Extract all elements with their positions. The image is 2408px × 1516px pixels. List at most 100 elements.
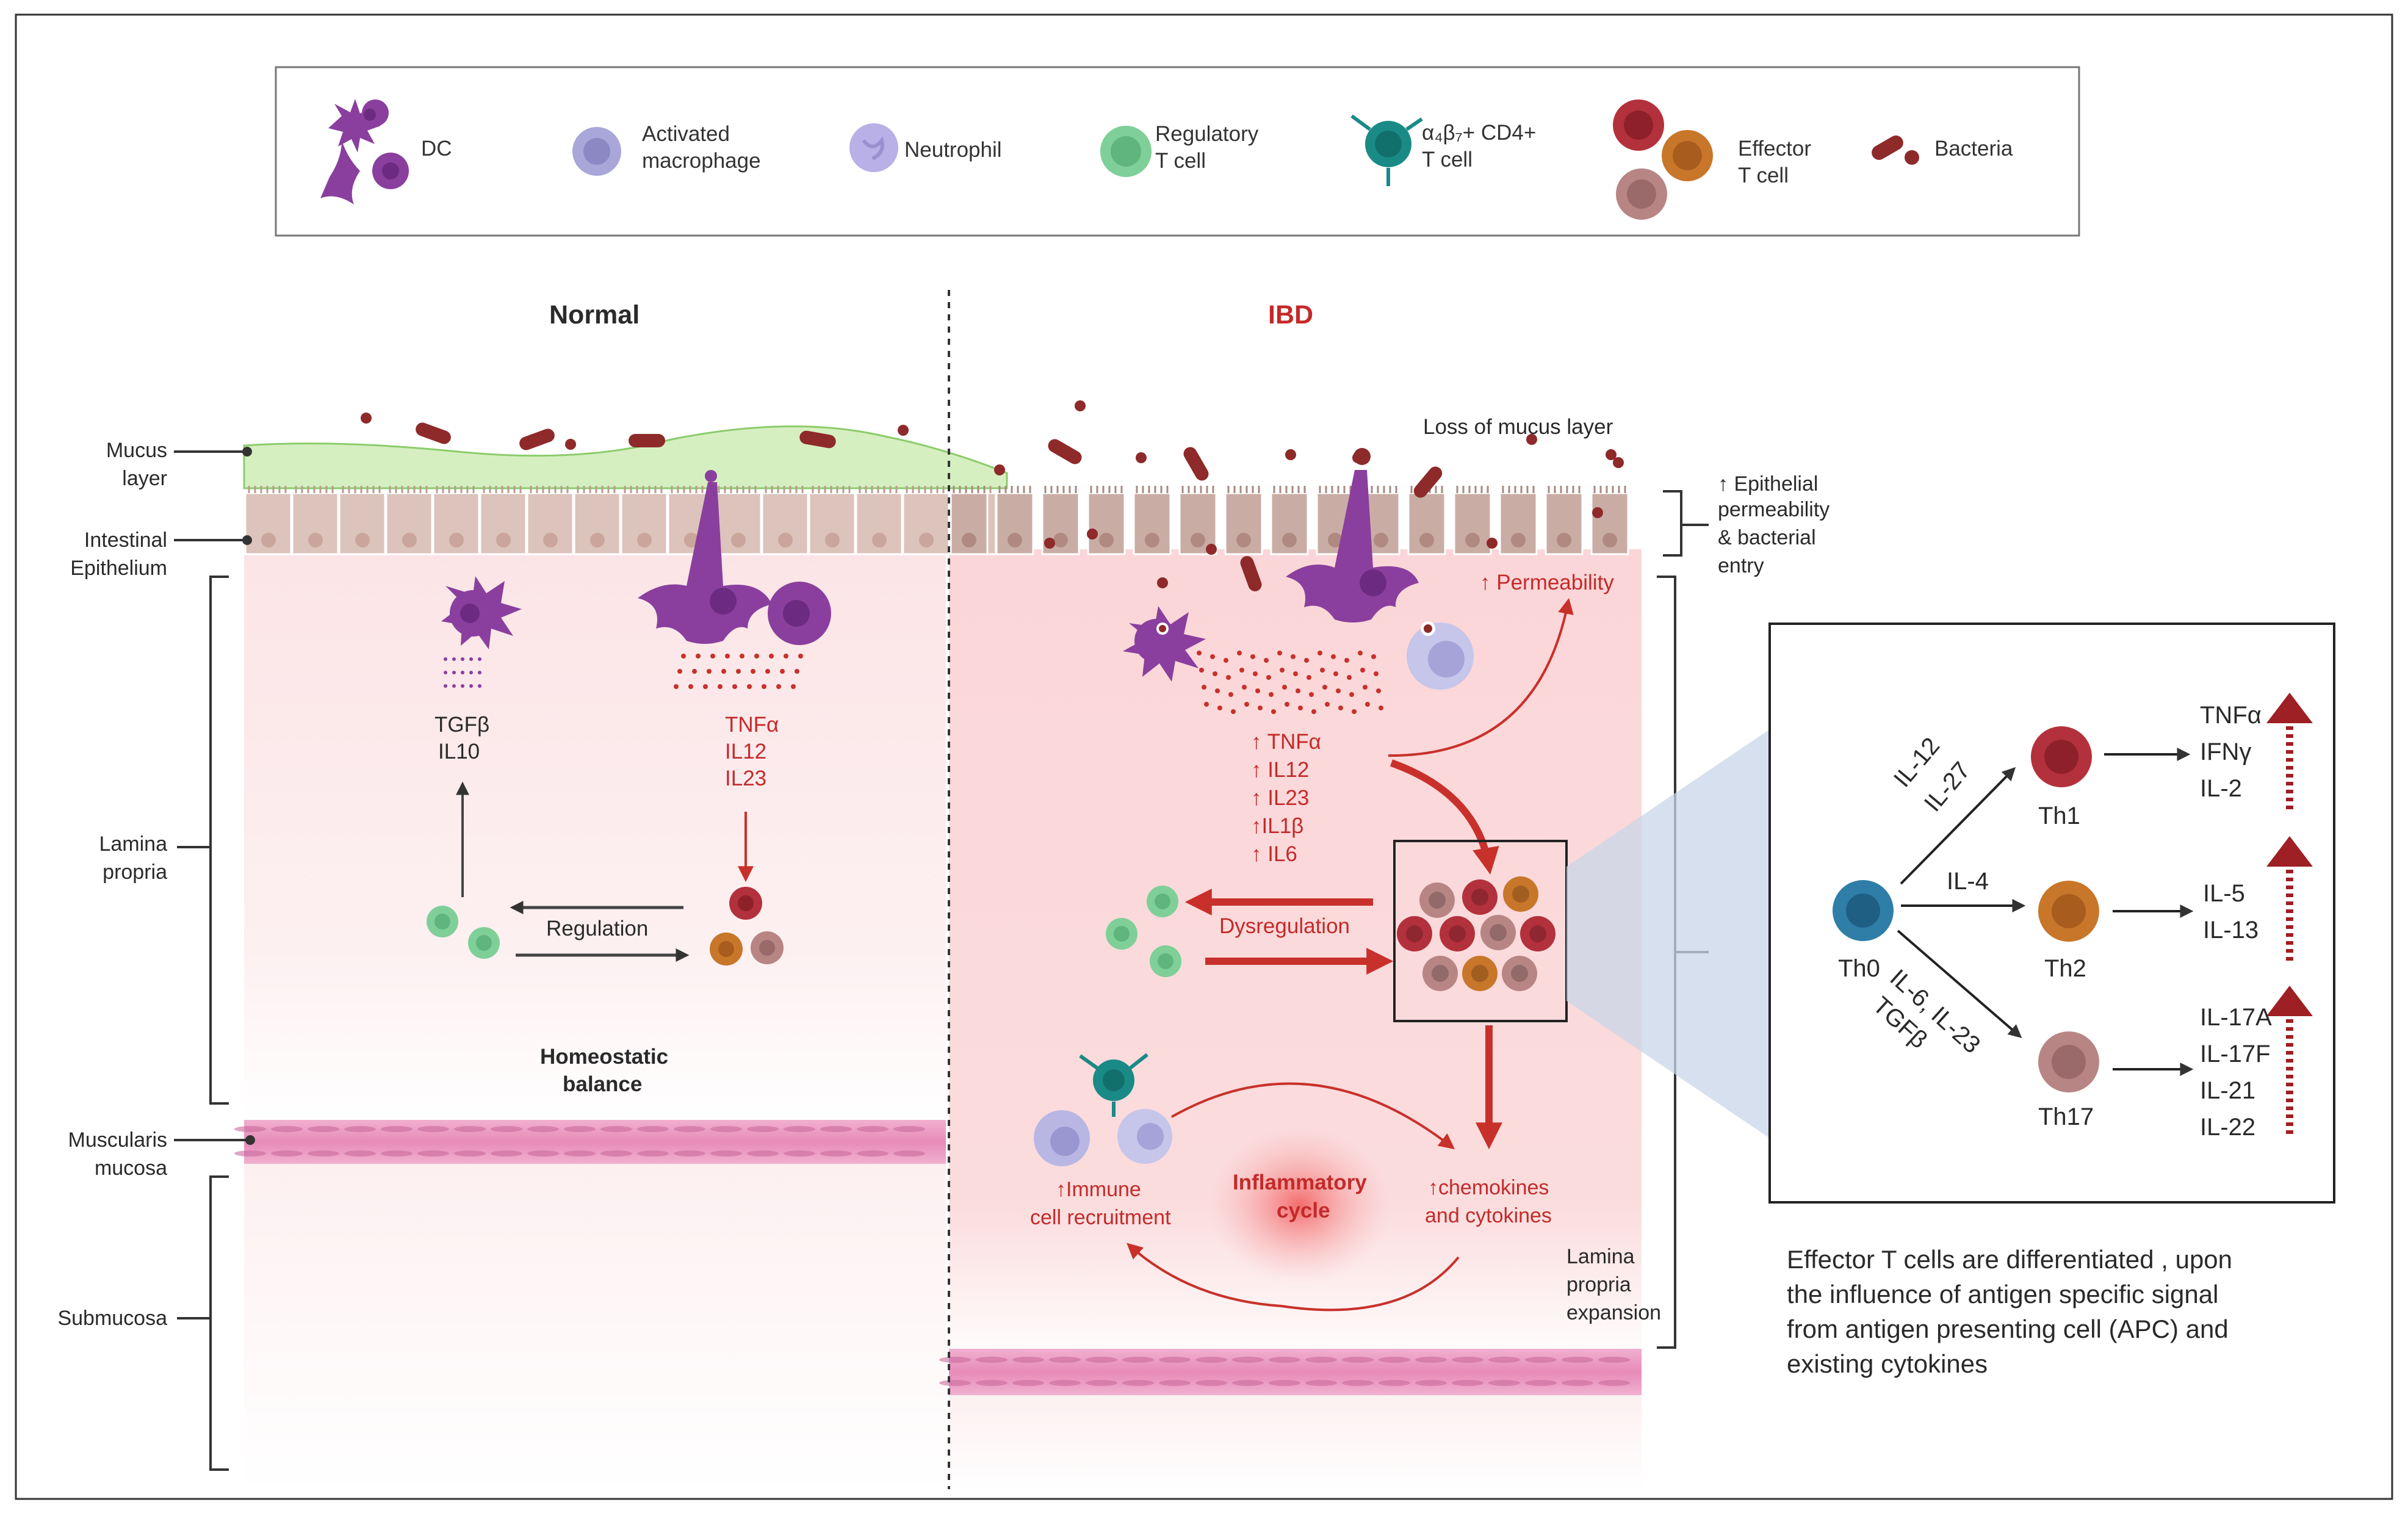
cell-nucleus [1053,533,1068,547]
cell-nucleus [1145,533,1159,547]
outer-frame [15,13,2393,1500]
ibd-treg-cells [1106,886,1181,977]
effector-nucleus [1429,892,1446,909]
muscle-fiber [527,1126,559,1132]
dysregulation-label: Dysregulation [1219,914,1350,938]
cytokine-dot [1371,654,1376,659]
muscle-fiber [893,1126,925,1132]
muscle-fiber [1159,1357,1191,1363]
cell-nucleus [919,533,934,547]
cytokine-dot [452,684,456,688]
cell-nucleus [962,533,976,547]
muscle-fiber [939,1380,971,1386]
muscle-fiber [820,1150,852,1157]
lamina-expansion-2: propria [1566,1273,1631,1296]
legend-bacteria-icon [1872,135,1919,165]
cytokine-dot [452,657,456,661]
cell-nucleus [1374,533,1388,547]
effector-cell [1422,956,1458,991]
cell-nucleus [731,533,746,547]
cytokine-dot [452,671,456,674]
bacterium-coccus [1087,529,1098,540]
cytokine-dot [1360,668,1365,673]
cytokine-dot [1228,692,1233,697]
effector-cell [1462,879,1498,915]
th0-cell [1833,880,1894,941]
muscle-fiber [747,1150,779,1157]
permeability-label: ↑ Permeability [1480,571,1614,594]
bacterium-rod [799,430,836,449]
legend-dc-icon [320,99,409,204]
cytokine-dot [1202,685,1206,690]
muscle-fiber [1452,1380,1483,1386]
bacterium-coccus [1606,449,1617,460]
cytokine-dot [688,684,693,689]
ibd-dc-center [1286,448,1419,623]
lamina-expansion-3: expansion [1566,1301,1662,1324]
normal-lamina-bg [244,543,946,1123]
ibd-tnfa-label: ↑ TNFα [1251,730,1321,754]
cytokine-dot [1311,709,1316,714]
cytokine-dot [1280,668,1285,673]
normal-tnfa-label: TNFα [725,713,779,737]
th2-label: Th2 [2044,955,2086,982]
muscle-fiber [1049,1357,1081,1363]
cytokine-dot [444,657,447,661]
th17-label: Th17 [2038,1103,2094,1130]
muscle-fiber [976,1357,1008,1363]
legend-treg-label-1: Regulatory [1155,122,1259,146]
lamina-label-2: propria [103,861,167,884]
cytokine-dot [780,669,785,674]
cycle-arrow-top [1171,1082,1455,1150]
muscle-fiber [308,1126,339,1132]
cytokine-dot [721,669,726,674]
muscle-fiber [939,1357,971,1363]
cytokine-dot [1365,702,1370,707]
bacterium-coccus [1044,538,1055,549]
bacterium-rod [629,434,665,447]
bacterium-coccus [1206,544,1217,555]
th2-out-il5: IL-5 [2203,880,2245,907]
muscle-fiber [1525,1357,1557,1363]
legend-macrophage-label-1: Activated [642,122,730,146]
bacterium-coccus [565,439,576,450]
normal-dc-left [441,576,522,649]
cytokine-dot [725,654,730,659]
effector-nucleus [1511,965,1528,982]
normal-il23-label: IL23 [725,767,767,790]
muscle-fibers [234,1126,1630,1386]
th17-out-il17f: IL-17F [2200,1041,2271,1067]
legend-cd4-label-2: T cell [1422,148,1473,171]
cell-nucleus [1419,533,1434,547]
mucus-label-1: Mucus [106,439,167,462]
muscle-fiber [710,1126,742,1132]
normal-treg-cells [427,906,500,959]
normal-epithelium [244,486,997,555]
muscle-fiber [527,1150,559,1157]
effector-nucleus [1512,886,1529,903]
ibd-dc-left [1123,606,1206,682]
cytokine-dot [1304,658,1309,663]
th17-out-il21: IL-21 [2200,1077,2256,1104]
effector-nucleus [1471,889,1488,906]
th0-label: Th0 [1838,955,1880,982]
cytokine-dot [1374,671,1379,676]
muscle-fiber [1086,1380,1117,1386]
cytokine-dot [747,684,752,689]
arrow-to-permeability [1388,597,1574,757]
submucosa-label: Submucosa [57,1307,167,1330]
cytokine-dot [1213,671,1217,676]
bacterium-rod [519,428,555,450]
muscle-fiber [674,1150,705,1157]
bacterium-rod [1240,556,1262,591]
cytokine-dot [692,669,697,674]
cell-nucleus [1465,533,1480,547]
cytokine-dot [1325,702,1330,707]
legend-macrophage-label-2: macrophage [642,149,761,173]
effector-nucleus [1432,965,1449,982]
legend-dc-label: DC [421,137,452,161]
arrow-th0-th1 [1900,767,2016,885]
cytokine-dot [769,654,774,659]
cytokine-dot [461,657,464,661]
cytokine-dot [1307,675,1311,680]
